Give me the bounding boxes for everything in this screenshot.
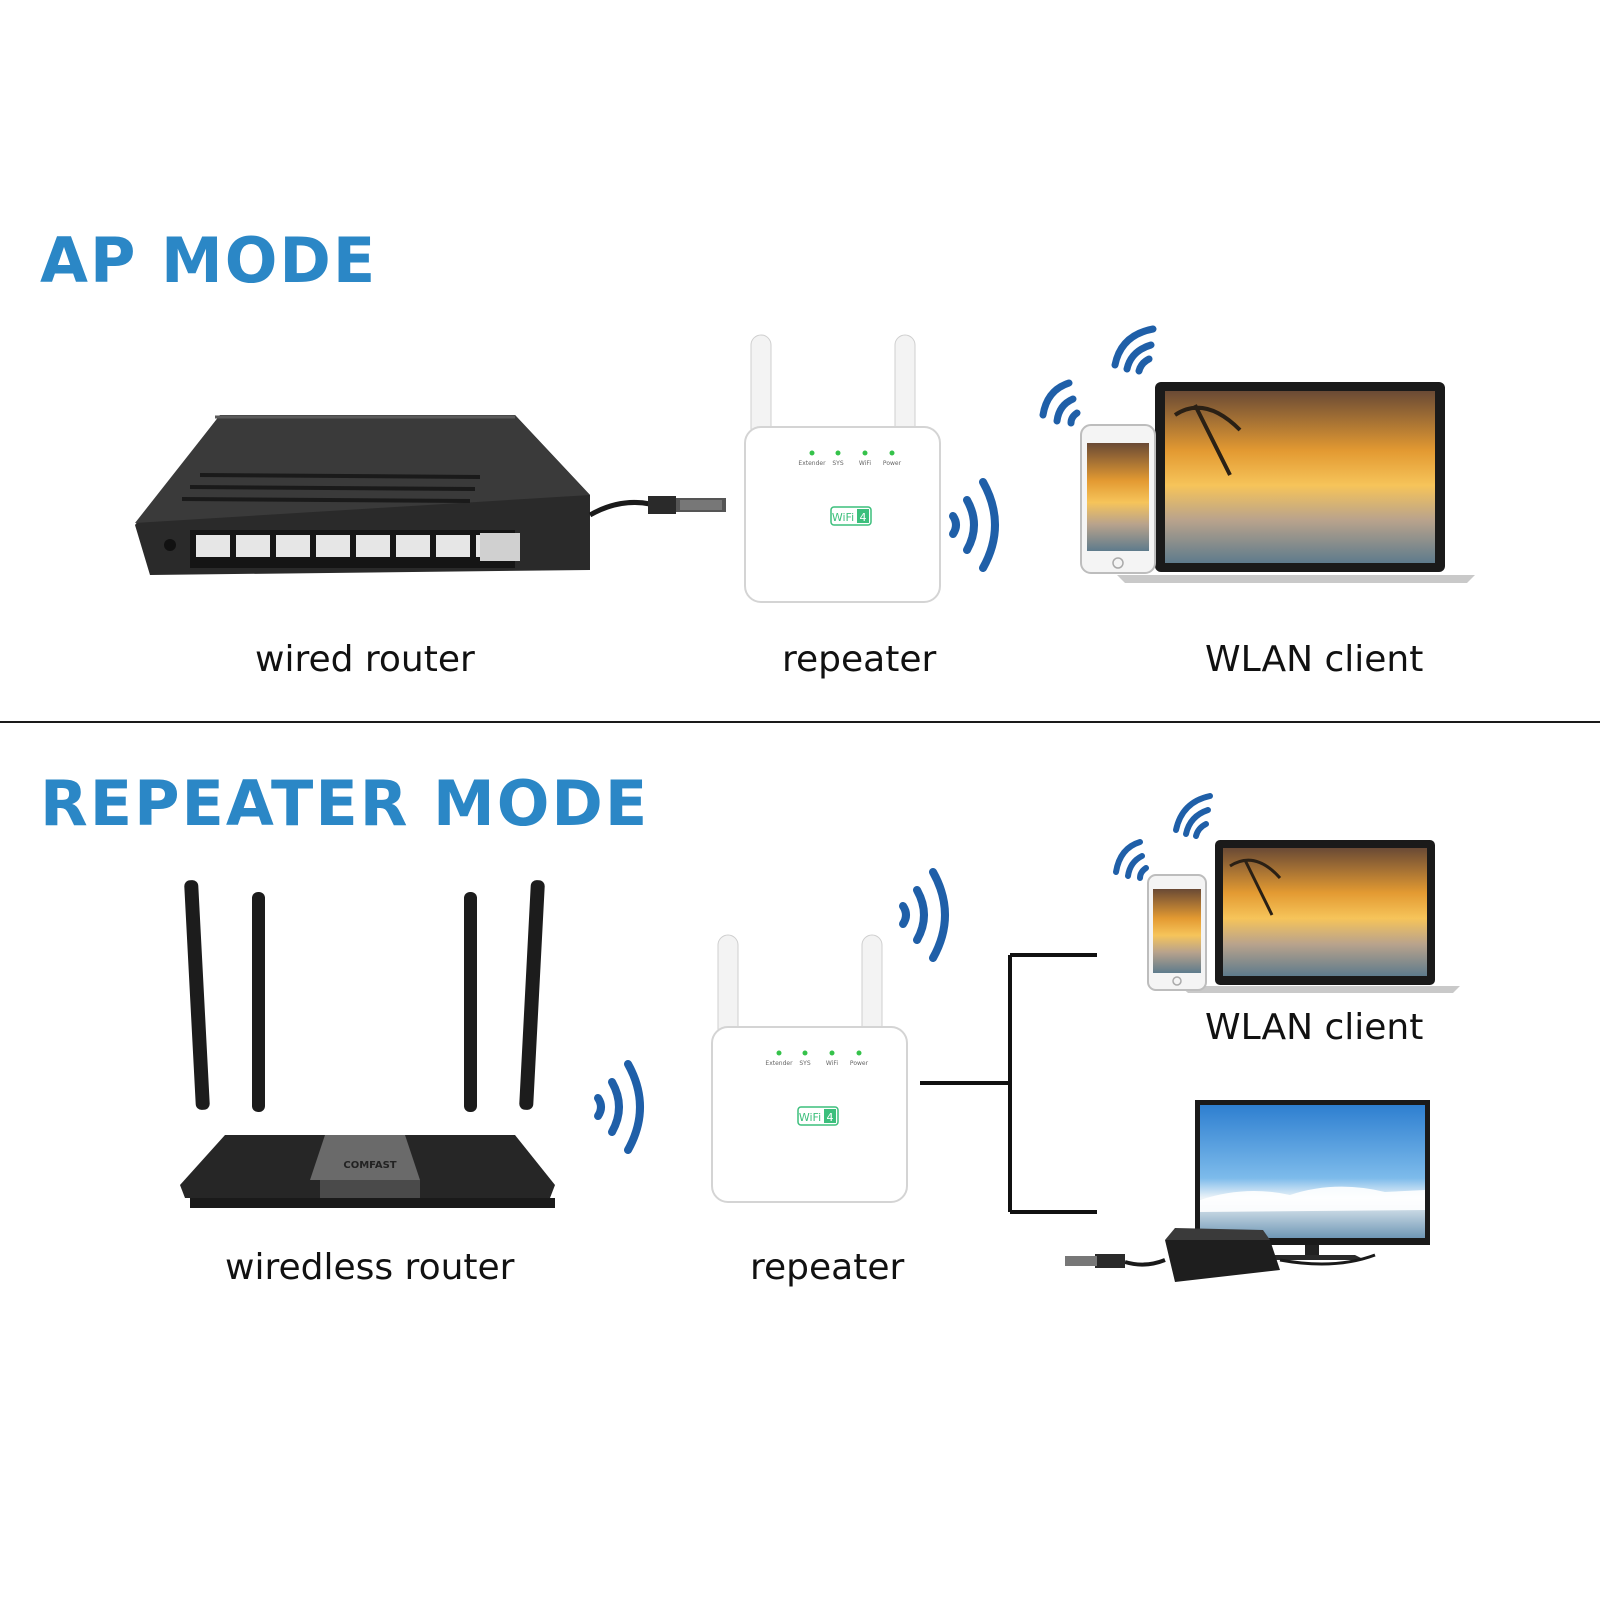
- wireless-router: COMFAST: [180, 880, 555, 1208]
- wifi-badge: [797, 1106, 839, 1126]
- section-divider: [0, 721, 1600, 723]
- ap-repeater-label: repeater: [782, 639, 937, 680]
- repeater-device: Extender SYS WiFi Power WiFi 4: [711, 934, 908, 1203]
- ethernet-cable: [588, 496, 726, 518]
- ethernet-ports: [196, 535, 510, 557]
- wired-router: [135, 415, 590, 575]
- connection-lines: [920, 953, 1097, 1214]
- wifi-badge-number: 4: [827, 1111, 834, 1124]
- laptop-icon: [1117, 382, 1475, 583]
- wifi-badge-text: WiFi: [832, 511, 854, 524]
- wifi-badge: [830, 506, 872, 526]
- ethernet-plug-icon: [648, 496, 726, 514]
- repeater-client-label: WLAN client: [1205, 1007, 1424, 1048]
- tv-wired-client: [1065, 1100, 1430, 1282]
- smartphone-icon: [1080, 424, 1156, 574]
- repeater-device: Extender SYS WiFi Power WiFi 4: [744, 334, 941, 603]
- repeater-mode-title: REPEATER MODE: [40, 767, 650, 840]
- wifi-waves-icon: [1113, 793, 1213, 881]
- wifi-badge-number: 4: [860, 511, 867, 524]
- repeater-router-label: wiredless router: [225, 1247, 515, 1288]
- led-label: Extender: [765, 1060, 793, 1067]
- wlan-client-devices: [1113, 793, 1460, 993]
- led-label: SYS: [799, 1060, 810, 1067]
- wifi-waves-icon: [594, 1060, 644, 1154]
- smartphone-icon: [1147, 874, 1207, 991]
- wifi-waves-icon: [899, 868, 949, 962]
- laptop-icon: [1180, 840, 1460, 993]
- set-top-box: [1165, 1228, 1280, 1282]
- wifi-waves-icon: [1039, 325, 1157, 427]
- wifi-badge-text: WiFi: [799, 1111, 821, 1124]
- led-label: WiFi: [826, 1060, 838, 1067]
- wifi-waves-icon: [949, 478, 999, 572]
- ap-mode-title: AP MODE: [40, 224, 378, 297]
- led-label: WiFi: [859, 460, 871, 467]
- led-label: Power: [883, 460, 902, 467]
- tv-icon: [1195, 1100, 1430, 1260]
- led-label: Extender: [798, 460, 826, 467]
- ethernet-plug-icon: [1065, 1254, 1125, 1268]
- wlan-client-devices: [1039, 325, 1475, 583]
- router-brand: COMFAST: [343, 1160, 396, 1171]
- repeater-repeater-label: repeater: [750, 1247, 905, 1288]
- led-label: Power: [850, 1060, 869, 1067]
- ap-client-label: WLAN client: [1205, 639, 1424, 680]
- ap-router-label: wired router: [255, 639, 475, 680]
- led-label: SYS: [832, 460, 843, 467]
